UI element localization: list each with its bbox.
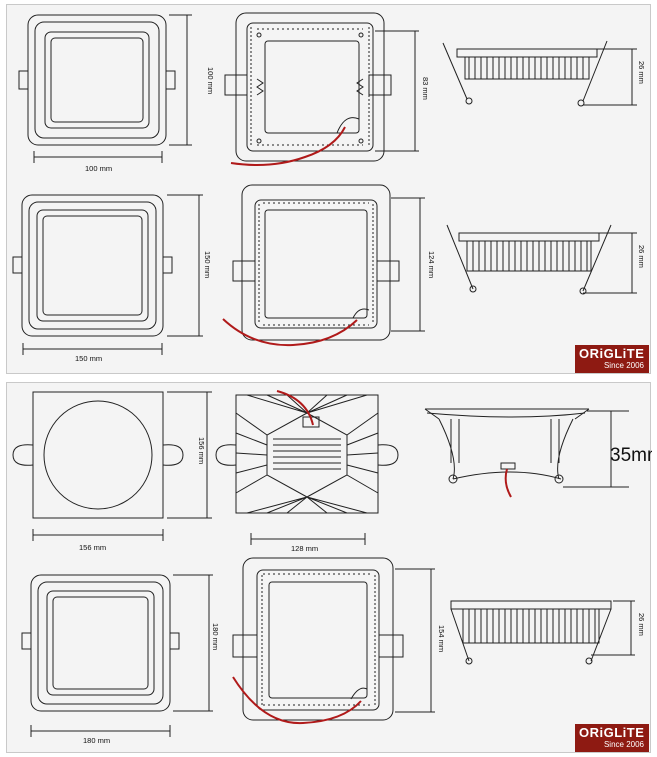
brand-logo-bottom: ORiGLiTE Since 2006 xyxy=(575,724,649,752)
square-height-label: 180 mm xyxy=(211,623,220,650)
small-width-label: 100 mm xyxy=(85,164,112,173)
square-panel-back-view xyxy=(232,557,404,721)
large-depth-label: 26 mm xyxy=(637,245,646,268)
small-panel-front-view xyxy=(18,14,176,146)
round-depth-label: 35mm xyxy=(610,445,652,466)
small-height-label: 100 mm xyxy=(206,67,215,94)
small-panel-side-view xyxy=(442,40,608,107)
large-width-label: 150 mm xyxy=(75,354,102,363)
small-depth-label: 26 mm xyxy=(637,61,646,84)
round-width-label: 156 mm xyxy=(79,543,106,552)
brand-name: ORiGLiTE xyxy=(579,346,645,361)
top-panel-drawing: 100 mm 100 mm 83 mm 26 mm 150 mm 150 mm … xyxy=(12,12,646,363)
large-panel-front-view xyxy=(12,194,173,337)
small-panel-back-view xyxy=(224,12,392,162)
round-panel-back-view xyxy=(215,394,399,514)
large-panel-back-view xyxy=(232,184,400,341)
square-panel-side-view xyxy=(450,600,612,665)
round-height-label: 156 mm xyxy=(197,437,206,464)
round-panel-side-view xyxy=(424,408,590,484)
brand-logo: ORiGLiTE Since 2006 xyxy=(575,345,649,373)
brand-name-bottom: ORiGLiTE xyxy=(579,725,645,740)
square-depth-label: 26 mm xyxy=(637,613,646,636)
large-cutout-label: 124 mm xyxy=(427,251,436,278)
large-panel-side-view xyxy=(446,224,612,295)
square-panel-front-view xyxy=(21,574,180,712)
small-cutout-label: 83 mm xyxy=(421,77,430,100)
bottom-panel-drawing: 156 mm 156 mm 128 mm 35mm 180 mm 180 mm … xyxy=(12,390,652,745)
top-drawing-panel: 100 mm 100 mm 83 mm 26 mm 150 mm 150 mm … xyxy=(6,4,651,374)
round-panel-front-view xyxy=(12,391,184,519)
square-width-label: 180 mm xyxy=(83,736,110,745)
square-cutout-label: 154 mm xyxy=(437,625,446,652)
round-cutout-label: 128 mm xyxy=(291,544,318,553)
large-height-label: 150 mm xyxy=(203,251,212,278)
brand-since-bottom: Since 2006 xyxy=(603,740,644,749)
brand-since: Since 2006 xyxy=(603,361,644,370)
bottom-drawing-panel: 156 mm 156 mm 128 mm 35mm 180 mm 180 mm … xyxy=(6,382,652,753)
